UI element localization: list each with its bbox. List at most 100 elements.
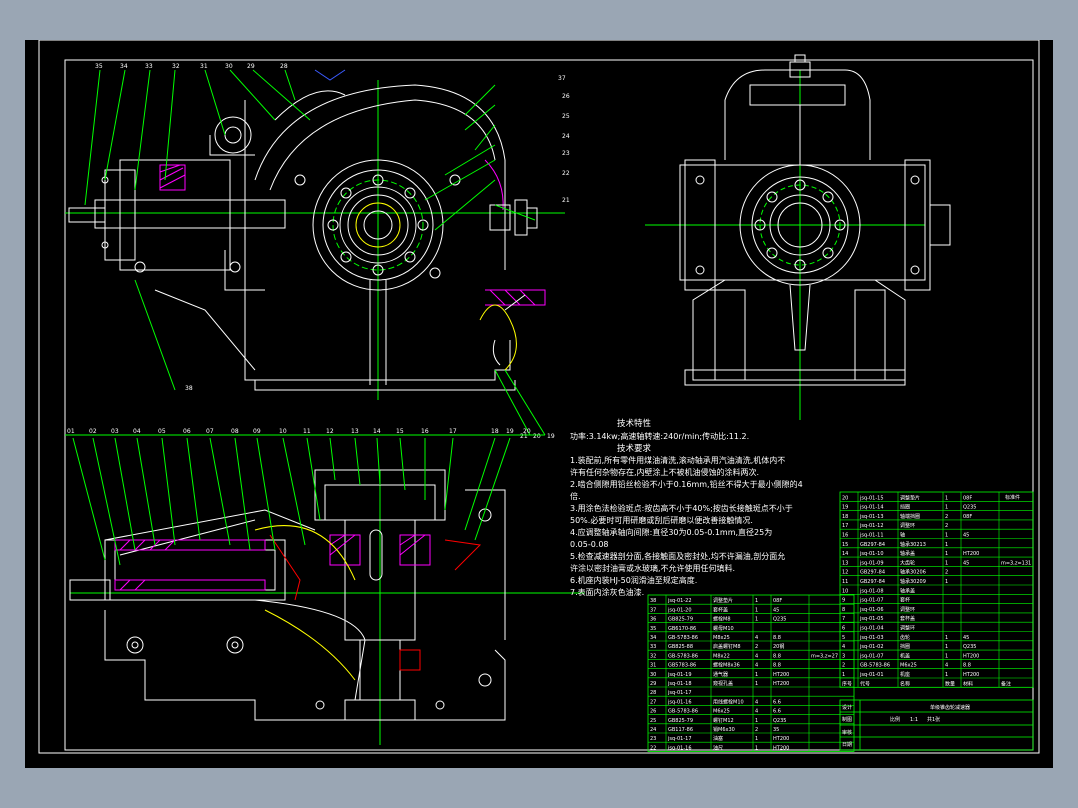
table-cell: 38 [650,598,656,604]
table-cell: 机盖 [900,652,910,659]
table-cell: 材料 [963,680,973,687]
table-cell: jsq-01-16 [667,745,692,751]
table-cell: 45 [963,560,969,566]
outer-frame [38,40,1040,754]
table-cell: 轴端挡圈 [900,513,920,520]
callout-26: 26 [562,93,570,100]
table-cell: 轴 [900,532,905,539]
table-cell: HT200 [773,672,789,678]
table-cell: 45 [773,607,779,613]
plan-callout: 19 [506,428,514,435]
table-cell: 8.8 [773,635,781,641]
table-cell: 20钢 [773,643,784,650]
table-cell: jsq-01-04 [859,626,884,632]
table-cell: jsq-01-07 [859,598,884,604]
table-cell: M6x25 [713,709,730,715]
table-cell: Q235 [773,617,786,623]
table-cell: 18 [842,514,848,520]
table-cell: GB5783-86 [668,663,696,669]
table-cell: 4 [755,635,758,641]
table-cell: 序号 [842,680,852,687]
table-cell: 调整环 [900,522,915,529]
table-cell: jsq-01-12 [859,523,884,529]
table-cell: 数量 [945,680,955,687]
table-cell: 销M6x30 [713,726,735,733]
table-cell: jsq-01-20 [667,607,692,613]
front-view-callouts [84,69,546,436]
table-cell: 45 [963,533,969,539]
table-cell: GB297-84 [860,570,885,576]
table-cell: 22 [650,745,656,751]
table-cell: m=3,z=131 [1001,560,1031,566]
plan-callout: 06 [183,428,191,435]
plan-callout: 15 [396,428,404,435]
callout-24: 24 [562,133,570,140]
callout-29: 29 [247,63,255,70]
table-cell: 14 [842,551,848,557]
cad-drawing: 35 34 33 32 31 30 29 28 37 26 25 24 23 2… [38,40,1040,754]
table-cell: GB825-79 [668,718,693,724]
callout-b19: 19 [547,433,555,440]
table-cell: 油尺 [713,744,723,751]
callout-32: 32 [172,63,180,70]
table-cell: 名称 [900,680,910,687]
plan-callout: 03 [111,428,119,435]
table-cell: jsq-01-19 [667,672,692,678]
note-line: 倍. [570,491,581,501]
table-cell: 2 [755,644,758,650]
table-cell: 4 [945,663,948,669]
table-cell: 35 [773,727,779,733]
table-cell: 1 [945,653,948,659]
table-cell: jsq-01-08 [859,588,884,594]
table-cell: 23 [650,736,656,742]
note-line: 6.机座内装HJ-50润滑油至规定高度. [570,575,697,585]
table-cell: jsq-01-14 [859,505,884,511]
table-cell: HT200 [963,672,979,678]
table-cell: 1 [945,672,948,678]
table-cell: HT200 [773,681,789,687]
table-cell: 24 [650,727,656,733]
table-cell: 螺母M10 [713,625,734,632]
drawing-sheet: 35 34 33 32 31 30 29 28 37 26 25 24 23 2… [25,40,1053,768]
table-cell: jsq-01-22 [667,598,692,604]
plan-callout: 07 [206,428,214,435]
table-cell: 29 [650,681,656,687]
table-cell: jsq-01-15 [859,495,884,501]
table-cell: 1 [755,607,758,613]
table-cell: jsq-01-01 [859,672,884,678]
table-cell: 19 [842,505,848,511]
table-cell: jsq-01-13 [859,514,884,520]
table-cell: m=3,z=27 [811,653,838,659]
table-cell: GB6170-86 [668,626,696,632]
table-cell: 轴承30209 [900,578,926,585]
drawing-title: 单级锥齿轮减速器 [930,704,970,711]
table-cell: 代号 [860,680,870,687]
plan-callout: 13 [351,428,359,435]
table-cell: 8.8 [963,663,971,669]
table-cell: 2 [945,514,948,520]
callout-38: 38 [185,385,193,392]
table-cell: jsq-01-16 [667,699,692,705]
table-cell: 15 [842,542,848,548]
table-cell: jsq-01-02 [859,644,884,650]
callout-25: 25 [562,113,570,120]
table-cell: 1 [945,533,948,539]
gear-teeth [269,534,482,671]
plan-callout: 02 [89,428,97,435]
title-block-text: 设计 制图 审核 日期 单级锥齿轮减速器 比例 1:1 共1张 [842,704,970,748]
plan-callout: 05 [158,428,166,435]
table-cell: 齿轮 [900,634,910,641]
plan-callout: 09 [253,428,261,435]
table-cell: jsq-01-03 [859,635,884,641]
table-cell: GB-5783-86 [668,653,698,659]
table-cell: 调整环 [900,625,915,632]
spec-line: 功率:3.14kw;高速轴转速:240r/min;传动比:11.2. [570,431,749,441]
note-line: 1.装配前,所有零件用煤油清洗,滚动轴承用汽油清洗,机体内不 [570,455,785,465]
table-cell: 33 [650,644,656,650]
table-cell: 2 [945,523,948,529]
table-cell: jsq-01-17 [667,736,692,742]
table-cell: 轴承30206 [900,569,926,576]
table-cell: 1 [842,672,845,678]
table-cell: 挡圈 [900,504,910,511]
